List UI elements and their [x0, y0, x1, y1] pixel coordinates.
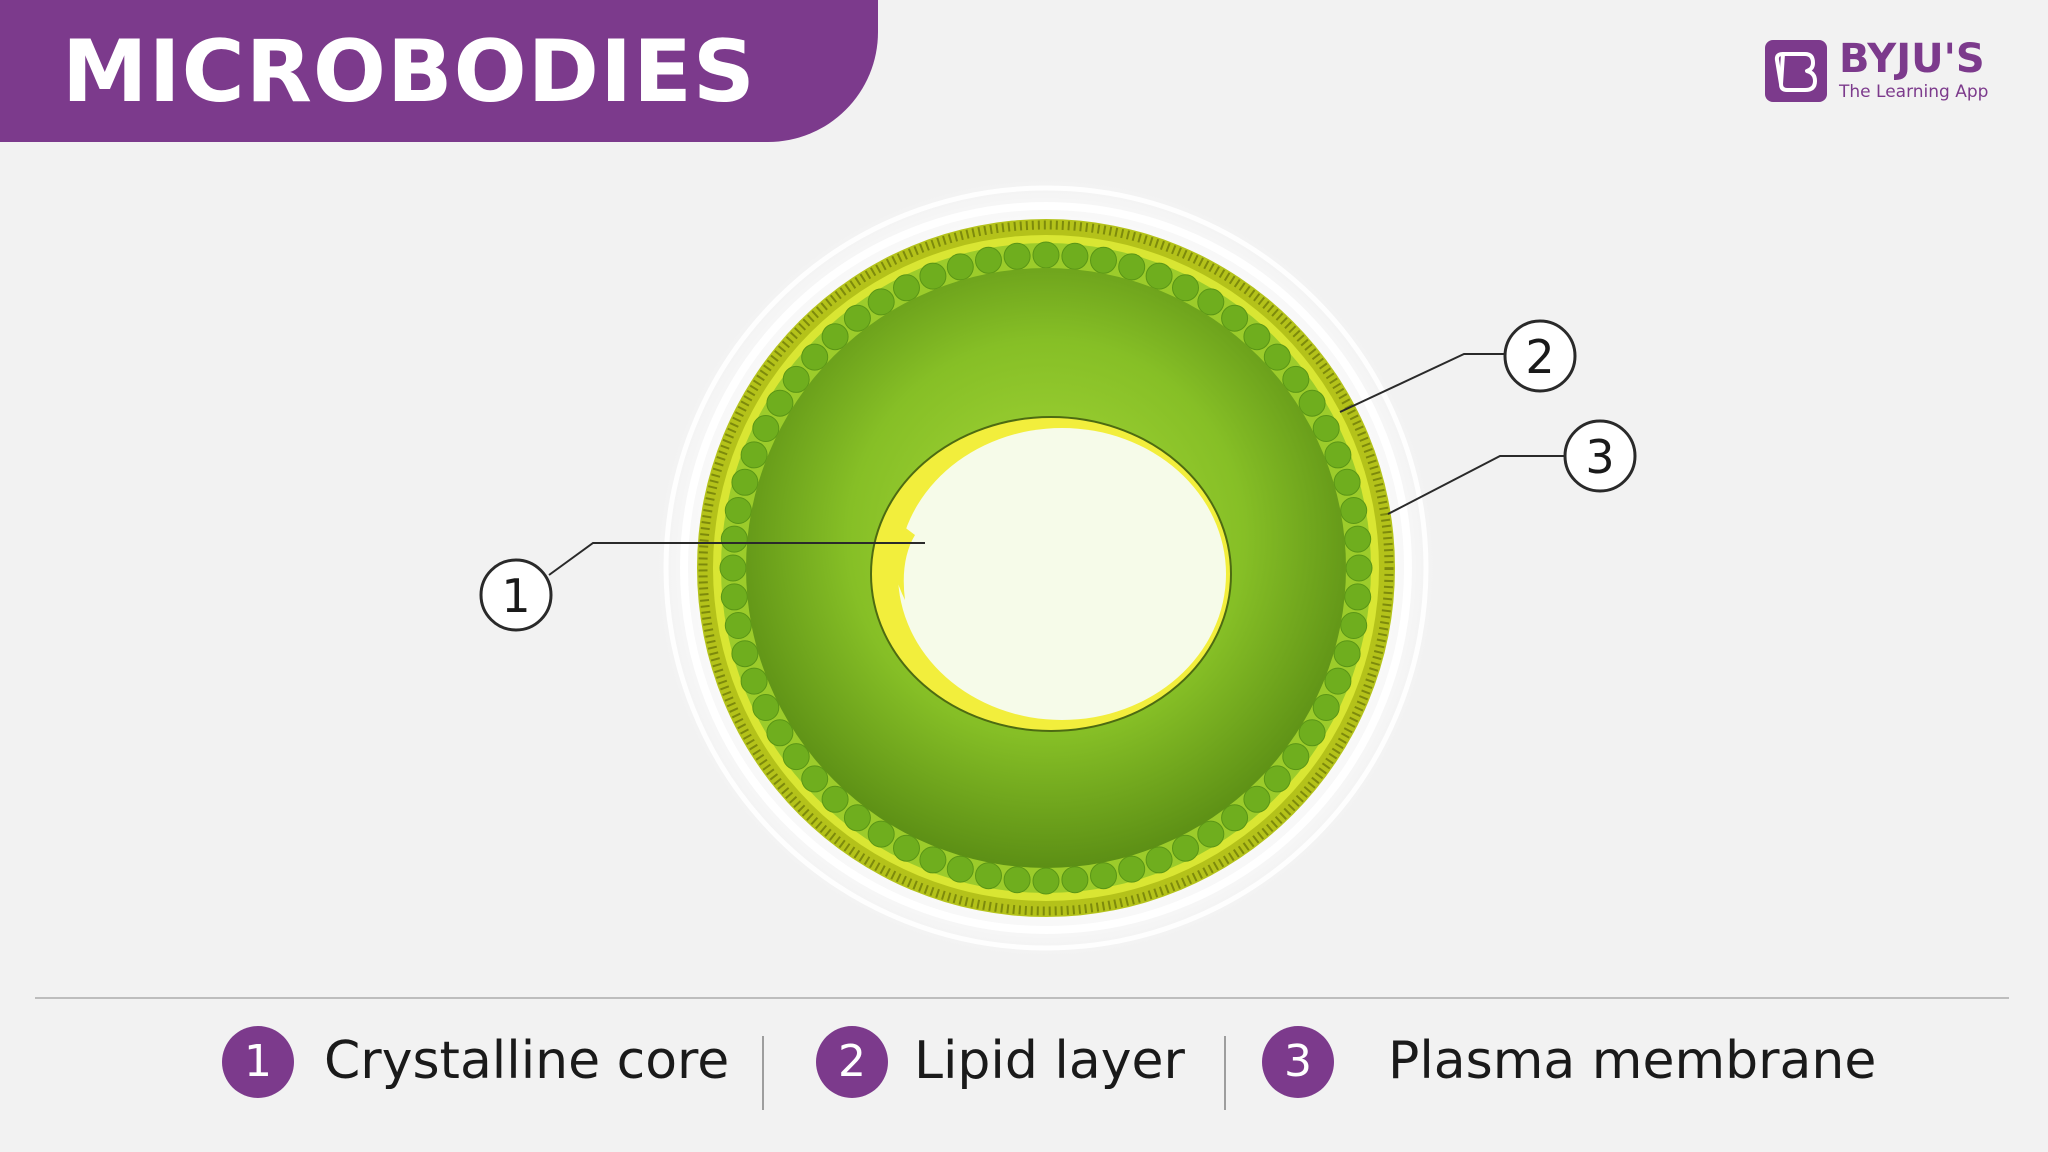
leader-line-3 — [1387, 455, 1565, 515]
lipid-bead — [1172, 834, 1199, 862]
lipid-bead — [1197, 288, 1225, 316]
lipid-bead — [1118, 855, 1146, 883]
lipid-bead — [1282, 743, 1310, 771]
lipid-bead — [1333, 468, 1361, 496]
lipid-bead — [731, 468, 759, 496]
lipid-bead — [724, 612, 752, 639]
lipid-bead — [1032, 867, 1060, 895]
lipid-bead — [1282, 365, 1310, 393]
lipid-bead — [919, 262, 947, 290]
lipid-bead — [821, 785, 849, 813]
legend-number-badge: 3 — [1262, 1026, 1334, 1098]
page-title: MICROBODIES — [62, 22, 756, 122]
legend-label: Lipid layer — [914, 1031, 1185, 1091]
leader-line-1 — [548, 542, 925, 576]
lipid-bead — [719, 554, 747, 582]
lipid-bead — [1243, 785, 1271, 813]
lipid-bead — [1324, 441, 1352, 469]
lipid-bead — [752, 415, 780, 442]
lipid-bead — [782, 365, 810, 393]
legend-number-badge: 1 — [222, 1026, 294, 1098]
logo-name: BYJU'S — [1839, 36, 1985, 82]
lipid-bead — [766, 389, 794, 417]
lipid-bead — [1243, 323, 1271, 351]
lipid-bead — [740, 667, 768, 695]
lipid-bead — [782, 743, 810, 771]
lipid-bead — [1263, 765, 1291, 793]
lipid-bead — [1003, 242, 1031, 270]
lipid-bead — [1340, 497, 1368, 524]
lipid-bead — [1221, 804, 1249, 832]
lipid-bead — [867, 288, 895, 316]
legend-label: Crystalline core — [324, 1031, 730, 1091]
crystalline-core — [898, 428, 1226, 720]
lipid-bead — [1312, 694, 1340, 721]
halo-ring-inner — [680, 202, 1412, 934]
lipid-bead — [801, 765, 829, 793]
callout-2-number: 2 — [1525, 330, 1554, 384]
lipid-bead — [1090, 862, 1117, 890]
membrane-fringe — [698, 220, 1394, 916]
lipid-bead — [1344, 583, 1372, 611]
lipid-bead — [1003, 866, 1031, 894]
lipid-bead — [1324, 667, 1352, 695]
lipid-bead — [1263, 343, 1291, 371]
lipid-bead — [821, 323, 849, 351]
lipid-bead — [1221, 304, 1249, 332]
legend-separator — [1224, 1036, 1226, 1110]
lipid-bead — [1061, 866, 1089, 894]
lipid-bead — [975, 246, 1002, 274]
brand-logo: BYJU'S The Learning App — [1765, 36, 2005, 108]
lipid-bead — [731, 640, 759, 668]
callout-3: 3 — [1563, 419, 1637, 493]
lipid-bead — [946, 855, 974, 883]
logo-tagline: The Learning App — [1839, 82, 1989, 102]
callout-1-number: 1 — [501, 569, 530, 623]
legend-label: Plasma membrane — [1388, 1031, 1877, 1091]
lipid-bead — [919, 846, 947, 874]
lipid-bead — [1118, 253, 1146, 281]
lipid-bead — [867, 820, 895, 848]
lipid-bead — [1197, 820, 1225, 848]
lipid-bead — [1145, 846, 1173, 874]
lipid-bead — [946, 253, 974, 281]
lipid-bead — [801, 343, 829, 371]
halo-ring-outer — [663, 185, 1429, 951]
lipid-bead — [843, 304, 871, 332]
lipid-bead — [720, 525, 748, 553]
lipid-bead — [893, 834, 920, 862]
legend-separator — [762, 1036, 764, 1110]
lipid-bead — [752, 694, 780, 721]
callout-1: 1 — [479, 558, 553, 632]
lipid-bead — [766, 719, 794, 747]
lipid-bead — [975, 862, 1002, 890]
lipid-beads — [719, 241, 1373, 895]
lipid-bead — [1340, 612, 1368, 639]
lipid-bead — [1298, 719, 1326, 747]
title-banner: MICROBODIES — [0, 0, 878, 142]
lipid-bead — [1090, 246, 1117, 274]
lipid-bead — [1298, 389, 1326, 417]
lipid-bead — [893, 274, 920, 302]
leader-line-2 — [1339, 353, 1505, 413]
lipid-bead — [720, 583, 748, 611]
callout-3-number: 3 — [1585, 430, 1614, 484]
lipid-bead — [1344, 525, 1372, 553]
lipid-bead — [1145, 262, 1173, 290]
core-yellow-patch — [891, 520, 915, 600]
callout-2: 2 — [1503, 319, 1577, 393]
lipid-bead — [1172, 274, 1199, 302]
lipid-bead — [1032, 241, 1060, 269]
legend-divider — [35, 997, 2009, 999]
logo-mark-icon — [1765, 40, 1827, 102]
lipid-bead — [1333, 640, 1361, 668]
lipid-bead — [740, 441, 768, 469]
legend-number-badge: 2 — [816, 1026, 888, 1098]
lipid-bead — [1345, 554, 1373, 582]
lipid-bead — [843, 804, 871, 832]
lipid-bead — [724, 497, 752, 524]
lipid-bead — [1061, 242, 1089, 270]
lipid-bead — [1312, 415, 1340, 442]
